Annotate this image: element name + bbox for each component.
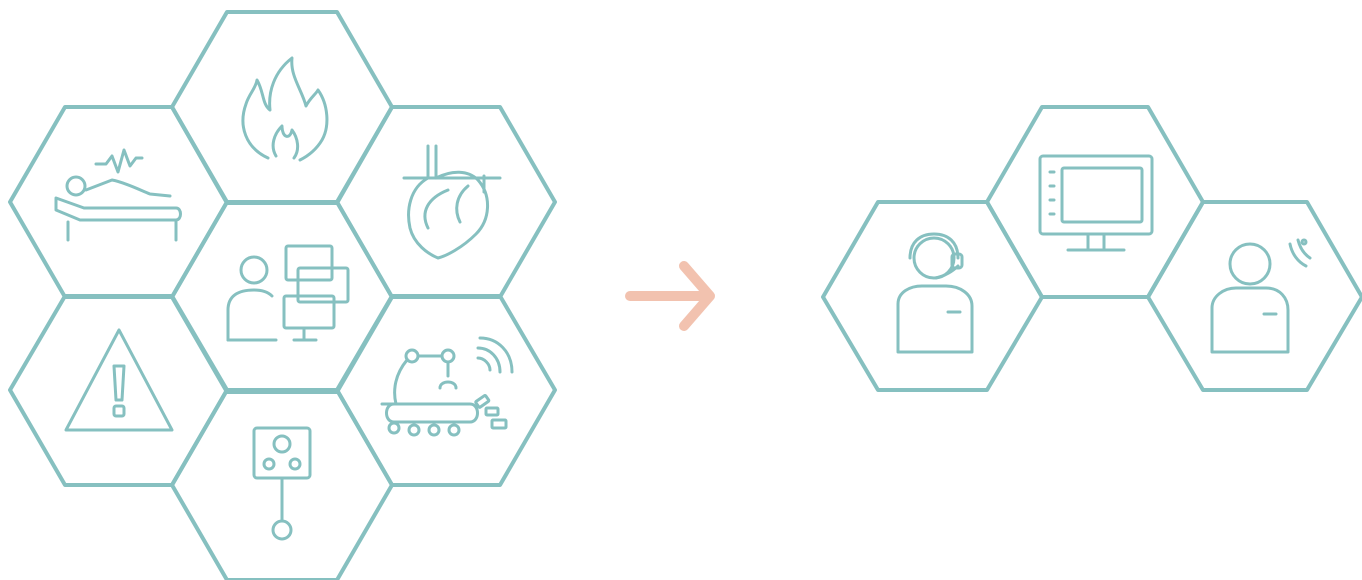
operator-multiple-screens-icon: [226, 244, 350, 342]
fire-icon: [241, 56, 329, 162]
hex-frame: [170, 200, 394, 394]
hex-frame: [335, 294, 557, 487]
hex-frame: [170, 10, 394, 205]
hex-frame: [335, 105, 557, 299]
transition-arrow: [625, 261, 715, 331]
hex-cell-headset-operator: [821, 200, 1044, 392]
industrial-robot-conveyor-icon: [380, 336, 514, 437]
hex-frame: [985, 105, 1205, 299]
hex-cell-monitor: [985, 105, 1205, 299]
hex-cell-fire: [170, 10, 394, 205]
heart-icon: [402, 144, 502, 260]
headset-operator-icon: [896, 232, 974, 354]
hex-cell-operator-voice: [1146, 200, 1362, 392]
hex-cell-warning: [8, 294, 229, 487]
operator-voice-icon: [1210, 238, 1312, 354]
hex-cell-control-panel: [170, 388, 394, 580]
hex-cell-heart: [335, 105, 557, 299]
warning-icon: [64, 328, 174, 432]
monitor-icon: [1038, 154, 1154, 252]
hex-cell-patient-monitoring: [8, 105, 229, 299]
hex-frame: [8, 105, 229, 299]
right-hex-cluster: [821, 105, 1362, 392]
hex-frame: [170, 388, 394, 580]
patient-monitoring-icon: [54, 148, 182, 242]
hex-frame: [8, 294, 229, 487]
left-hex-cluster: [8, 10, 557, 580]
hex-cell-operator-screens: [170, 200, 394, 394]
hex-frame: [821, 200, 1044, 392]
arrow-right-icon: [625, 261, 715, 331]
hex-frame: [1146, 200, 1362, 392]
hex-cell-industrial-robot: [335, 294, 557, 487]
control-panel-icon: [252, 426, 312, 541]
